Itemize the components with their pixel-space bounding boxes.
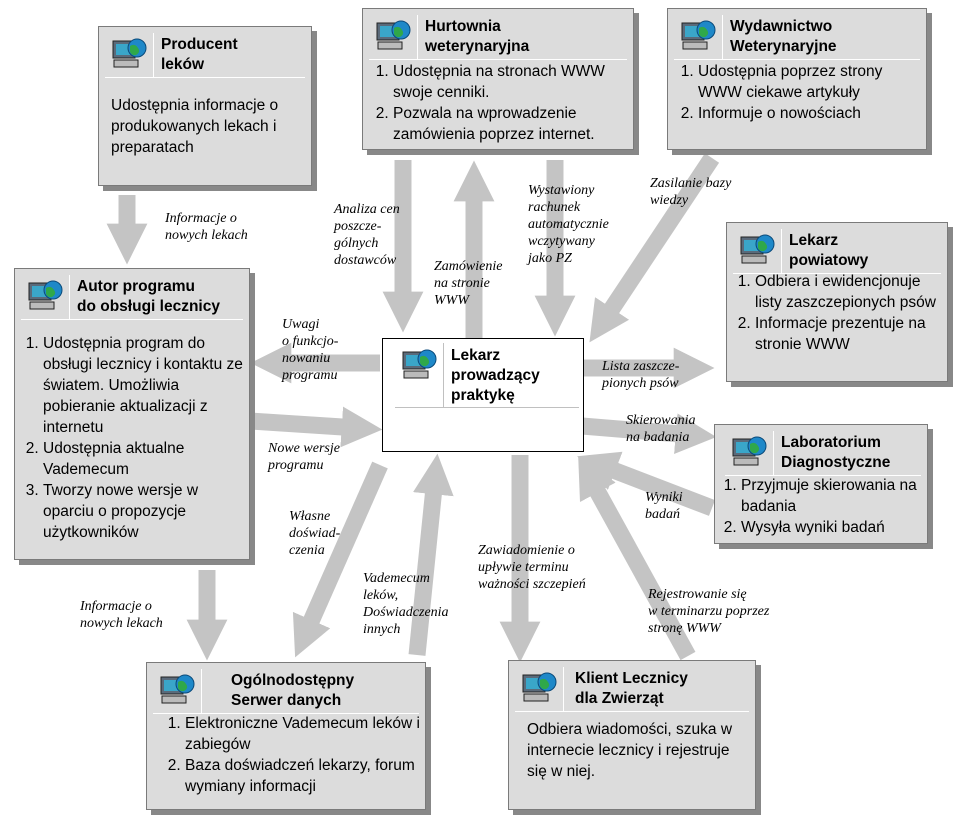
label-wystawiony-rachunek: Wystawiony rachunek automatycznie wczyty… <box>528 183 609 266</box>
arrow-klient-lekarz <box>578 456 696 661</box>
label-analiza-cen: Analiza cen poszcze- gólnych dostawców <box>334 202 400 268</box>
node-lekarz-prowadzacy: Lekarz prowadzący praktykę <box>382 338 584 452</box>
networked-computer-globe-icon <box>369 15 418 59</box>
node-list: Udostępnia poprzez strony WWW ciekawe ar… <box>678 61 918 124</box>
list-item: Udostępnia program do obsługi lecznicy i… <box>43 333 245 438</box>
node-title: Hurtownia weterynaryjna <box>425 18 530 55</box>
list-item: Wysyła wyniki badań <box>741 517 923 538</box>
list-item: Informuje o nowościach <box>698 103 918 124</box>
label-informacje-o-nowych-lekach-top: Informacje o nowych lekach <box>165 211 248 243</box>
list-item: Tworzy nowe wersje w oparciu o propozycj… <box>43 480 245 543</box>
arrow-laboratorium-lekarz <box>577 451 716 516</box>
arrow-autor-lekarz <box>249 406 383 448</box>
node-title: Lekarz powiatowy <box>789 232 869 269</box>
node-laboratorium: Laboratorium Diagnostyczne Przyjmuje ski… <box>714 424 928 544</box>
label-zamowienie: Zamówienie na stronie WWW <box>434 259 503 308</box>
label-skierowania: Skierowania na badania <box>626 413 696 445</box>
node-title: Ogólnodostępny Serwer danych <box>231 672 355 709</box>
node-producent: Producent leków Udostępnia informacje o … <box>98 26 312 186</box>
node-title: Laboratorium Diagnostyczne <box>781 434 891 471</box>
node-title: Klient Lecznicy dla Zwierząt <box>575 670 688 707</box>
list-item: Udostępnia poprzez strony WWW ciekawe ar… <box>698 61 918 103</box>
node-list: Odbiera i ewidencjonuje listy zaszczepio… <box>735 271 943 355</box>
node-title: Lekarz prowadzący praktykę <box>451 347 540 404</box>
node-serwer: Ogólnodostępny Serwer danych Elektronicz… <box>146 662 426 810</box>
list-item: Informacje prezentuje na stronie WWW <box>755 313 943 355</box>
list-item: Elektroniczne Vademecum leków i zabiegów <box>185 713 421 755</box>
list-item: Odbiera i ewidencjonuje listy zaszczepio… <box>755 271 943 313</box>
label-lista-zaszczepionych: Lista zaszcze- pionych psów <box>602 359 680 391</box>
node-klient: Klient Lecznicy dla Zwierząt Odbiera wia… <box>508 660 756 810</box>
list-item: Przyjmuje skierowania na badania <box>741 475 923 517</box>
arrow-wydawnictwo-lekarz <box>589 153 720 343</box>
networked-computer-globe-icon <box>733 229 782 273</box>
label-zawiadomienie: Zawiadomienie o upływie terminu ważności… <box>478 543 586 592</box>
networked-computer-globe-icon <box>674 15 723 59</box>
label-vademecum: Vademecum leków, Doświadczenia innych <box>363 571 449 637</box>
label-wlasne-doswiadczenia: Własne doświad- czenia <box>289 509 341 558</box>
arrow-serwer-lekarz <box>408 453 454 656</box>
networked-computer-globe-icon <box>515 667 564 711</box>
node-list: Udostępnia na stronach WWW swoje cenniki… <box>373 61 625 145</box>
label-uwagi: Uwagi o funkcjo- nowaniu programu <box>282 317 339 383</box>
networked-computer-globe-icon <box>21 275 70 319</box>
node-list: Elektroniczne Vademecum leków i zabiegów… <box>151 713 421 797</box>
networked-computer-globe-icon <box>153 669 202 713</box>
node-hurtownia: Hurtownia weterynaryjna Udostępnia na st… <box>362 8 634 150</box>
list-item: Udostępnia aktualne Vademecum <box>43 438 245 480</box>
label-wyniki: Wyniki badań <box>645 490 683 522</box>
networked-computer-globe-icon <box>105 33 154 77</box>
label-zasilanie-bazy: Zasilanie bazy wiedzy <box>650 176 732 208</box>
node-list: Udostępnia program do obsługi lecznicy i… <box>23 333 245 543</box>
networked-computer-globe-icon <box>395 343 444 407</box>
node-lekarz-powiatowy: Lekarz powiatowy Odbiera i ewidencjonuje… <box>726 222 948 382</box>
list-item: Pozwala na wprowadzenie zamówienia poprz… <box>393 103 625 145</box>
arrow-lekarz-laboratorium <box>581 413 717 455</box>
node-description: Odbiera wiadomości, szuka w internecie l… <box>527 721 733 780</box>
node-description: Udostępnia informacje o produkowanych le… <box>111 97 279 156</box>
list-item: Udostępnia na stronach WWW swoje cenniki… <box>393 61 625 103</box>
label-nowe-wersje: Nowe wersje programu <box>268 441 340 473</box>
node-autor: Autor programu do obsługi lecznicy Udost… <box>14 268 250 560</box>
node-list: Przyjmuje skierowania na badania Wysyła … <box>721 475 923 538</box>
networked-computer-globe-icon <box>725 431 774 475</box>
label-rejestrowanie: Rejestrowanie się w terminarzu poprzez s… <box>648 587 770 636</box>
node-title: Producent leków <box>161 36 238 73</box>
label-informacje-o-nowych-lekach-bottom: Informacje o nowych lekach <box>80 599 163 631</box>
arrow-lekarz-serwer <box>292 461 388 658</box>
node-title: Wydawnictwo Weterynaryjne <box>730 18 837 55</box>
node-title: Autor programu do obsługi lecznicy <box>77 278 220 315</box>
list-item: Baza doświadczeń lekarzy, forum wymiany … <box>185 755 421 797</box>
node-wydawnictwo: Wydawnictwo Weterynaryjne Udostępnia pop… <box>667 8 927 150</box>
